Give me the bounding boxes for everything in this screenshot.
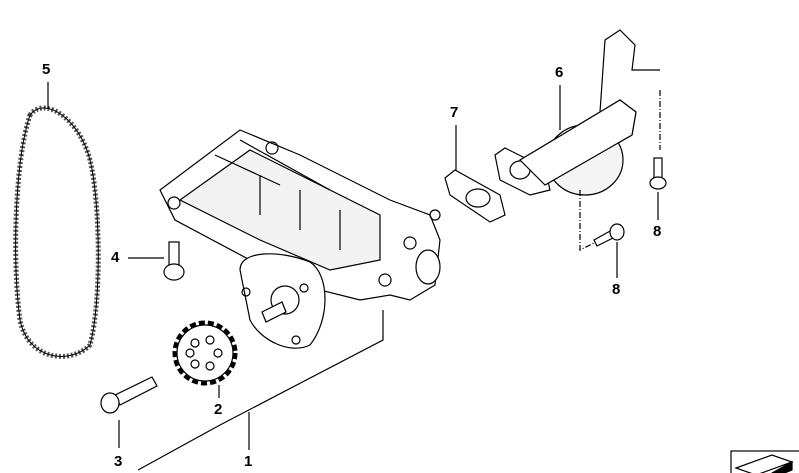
callout-8-lower: 8 bbox=[612, 281, 621, 298]
callout-3: 3 bbox=[114, 453, 123, 470]
gasket bbox=[444, 125, 506, 223]
timing-chain bbox=[13, 82, 101, 359]
oil-pump-housing bbox=[137, 129, 441, 471]
callout-7: 7 bbox=[450, 104, 459, 121]
callout-4: 4 bbox=[111, 249, 120, 266]
bolt-8 bbox=[593, 157, 667, 278]
sprocket bbox=[172, 320, 238, 398]
suction-pipe bbox=[494, 29, 661, 251]
callout-8-upper: 8 bbox=[653, 223, 662, 240]
callout-6: 6 bbox=[555, 64, 564, 81]
bolt-4 bbox=[128, 241, 185, 281]
callout-1: 1 bbox=[244, 453, 253, 470]
bolt-3 bbox=[100, 376, 158, 448]
view-orientation-icon bbox=[730, 450, 799, 473]
callout-2: 2 bbox=[214, 401, 223, 418]
callout-5: 5 bbox=[42, 61, 51, 78]
